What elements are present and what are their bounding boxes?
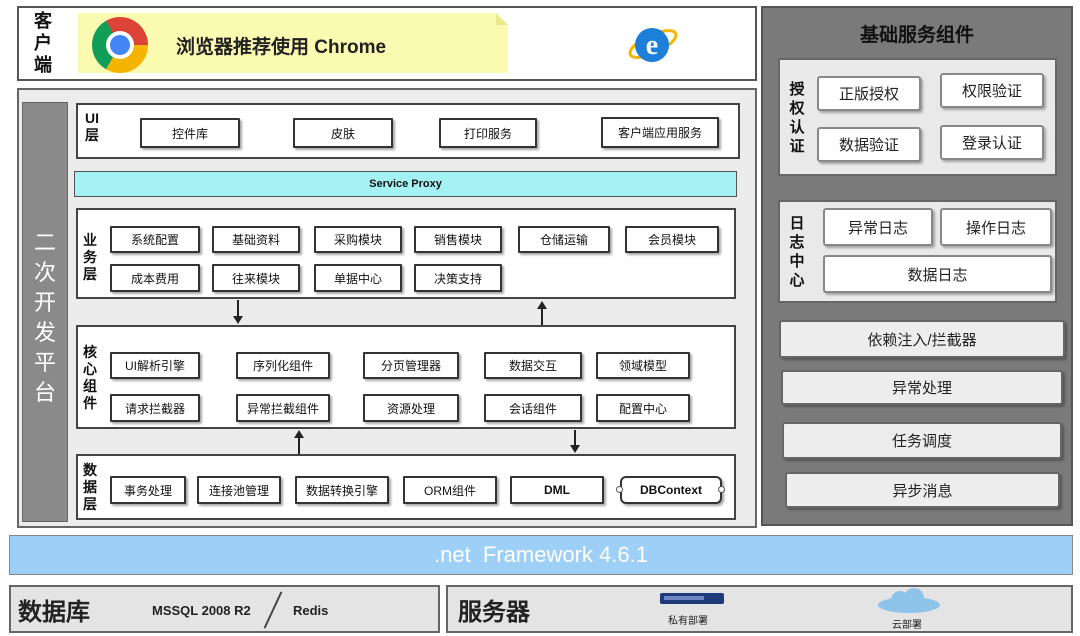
svg-text:e: e xyxy=(646,30,658,61)
arrow-up-core-biz xyxy=(541,309,543,325)
basic-services-title: 基础服务组件 xyxy=(859,25,974,46)
biz-item-7: 往来模块 xyxy=(212,264,300,292)
auth-item-3: 登录认证 xyxy=(940,125,1044,160)
auth-item-1: 权限验证 xyxy=(940,73,1044,108)
secondary-dev-column xyxy=(22,102,68,522)
biz-item-5: 会员模块 xyxy=(625,226,719,253)
ui-layer-label: UI层 xyxy=(85,110,99,143)
data-item-5: DBContext xyxy=(620,476,722,504)
secondary-dev-label: 二次开发平台 xyxy=(33,230,56,405)
core-item-9: 配置中心 xyxy=(596,394,690,422)
service-proxy-bar: Service Proxy xyxy=(74,171,737,197)
log-item-0: 异常日志 xyxy=(823,208,933,246)
core-item-4: 领域模型 xyxy=(596,352,690,379)
business-layer-label: 业务层 xyxy=(83,232,97,282)
client-label: 客户端 xyxy=(34,11,52,75)
biz-item-0: 系统配置 xyxy=(110,226,200,253)
auth-item-2: 数据验证 xyxy=(817,127,921,162)
auth-item-0: 正版授权 xyxy=(817,76,921,111)
arrow-down-core-data xyxy=(574,430,576,446)
core-item-6: 异常拦截组件 xyxy=(236,394,330,422)
biz-item-8: 单据中心 xyxy=(314,264,402,292)
arrow-up-head-1 xyxy=(537,301,547,309)
arrow-up-data-core xyxy=(298,438,300,454)
auth-label: 授权认证 xyxy=(789,81,805,155)
server-rack-icon xyxy=(660,593,724,604)
data-item-4: DML xyxy=(510,476,604,504)
service-item-0: 依赖注入/拦截器 xyxy=(779,320,1065,358)
framework-bar: .net Framework 4.6.1 xyxy=(9,535,1073,575)
biz-item-9: 决策支持 xyxy=(414,264,502,292)
ui-item-1: 皮肤 xyxy=(293,118,393,148)
browser-note-text: 浏览器推荐使用 Chrome xyxy=(176,37,387,58)
service-item-3: 异步消息 xyxy=(785,472,1060,508)
core-item-0: UI解析引擎 xyxy=(110,352,200,379)
data-item-0: 事务处理 xyxy=(110,476,186,504)
log-item-1: 操作日志 xyxy=(940,208,1052,246)
arrow-down-biz-core xyxy=(237,300,239,318)
database-label: 数据库 xyxy=(18,599,90,626)
data-item-2: 数据转换引擎 xyxy=(295,476,389,504)
core-item-1: 序列化组件 xyxy=(236,352,330,379)
arrow-down-head-2 xyxy=(570,445,580,453)
cloud-icon xyxy=(876,588,942,614)
dbcontext-handle-right xyxy=(718,486,725,493)
db-product-0: MSSQL 2008 R2 xyxy=(152,603,251,618)
core-item-2: 分页管理器 xyxy=(363,352,459,379)
service-item-1: 异常处理 xyxy=(781,370,1063,405)
server-panel xyxy=(446,585,1073,633)
biz-item-6: 成本费用 xyxy=(110,264,200,292)
deploy-private-label: 私有部署 xyxy=(668,616,708,627)
biz-item-3: 销售模块 xyxy=(414,226,502,253)
data-layer-label: 数据层 xyxy=(83,462,97,512)
ui-item-0: 控件库 xyxy=(140,118,240,148)
service-item-2: 任务调度 xyxy=(782,422,1062,459)
biz-item-1: 基础资料 xyxy=(212,226,300,253)
core-item-8: 会话组件 xyxy=(484,394,582,422)
core-layer-label: 核心组件 xyxy=(83,344,97,411)
core-item-3: 数据交互 xyxy=(484,352,582,379)
arrow-up-head-2 xyxy=(294,430,304,438)
ui-item-2: 打印服务 xyxy=(439,118,537,148)
deploy-cloud-label: 云部署 xyxy=(892,620,922,631)
data-item-1: 连接池管理 xyxy=(197,476,281,504)
browser-note xyxy=(78,13,508,73)
data-item-3: ORM组件 xyxy=(403,476,497,504)
server-label: 服务器 xyxy=(458,599,530,626)
chrome-icon xyxy=(92,17,148,73)
core-item-7: 资源处理 xyxy=(363,394,459,422)
note-fold xyxy=(496,13,508,25)
database-panel xyxy=(9,585,440,633)
db-product-1: Redis xyxy=(293,603,329,618)
log-label: 日志中心 xyxy=(789,215,805,289)
dbcontext-handle-left xyxy=(616,486,623,493)
core-item-5: 请求拦截器 xyxy=(110,394,200,422)
biz-item-4: 仓储运输 xyxy=(518,226,610,253)
ui-item-3: 客户端应用服务 xyxy=(601,117,719,148)
arrow-down-head-1 xyxy=(233,316,243,324)
biz-item-2: 采购模块 xyxy=(314,226,402,253)
ie-icon: e xyxy=(626,18,678,70)
log-item-2: 数据日志 xyxy=(823,255,1052,293)
